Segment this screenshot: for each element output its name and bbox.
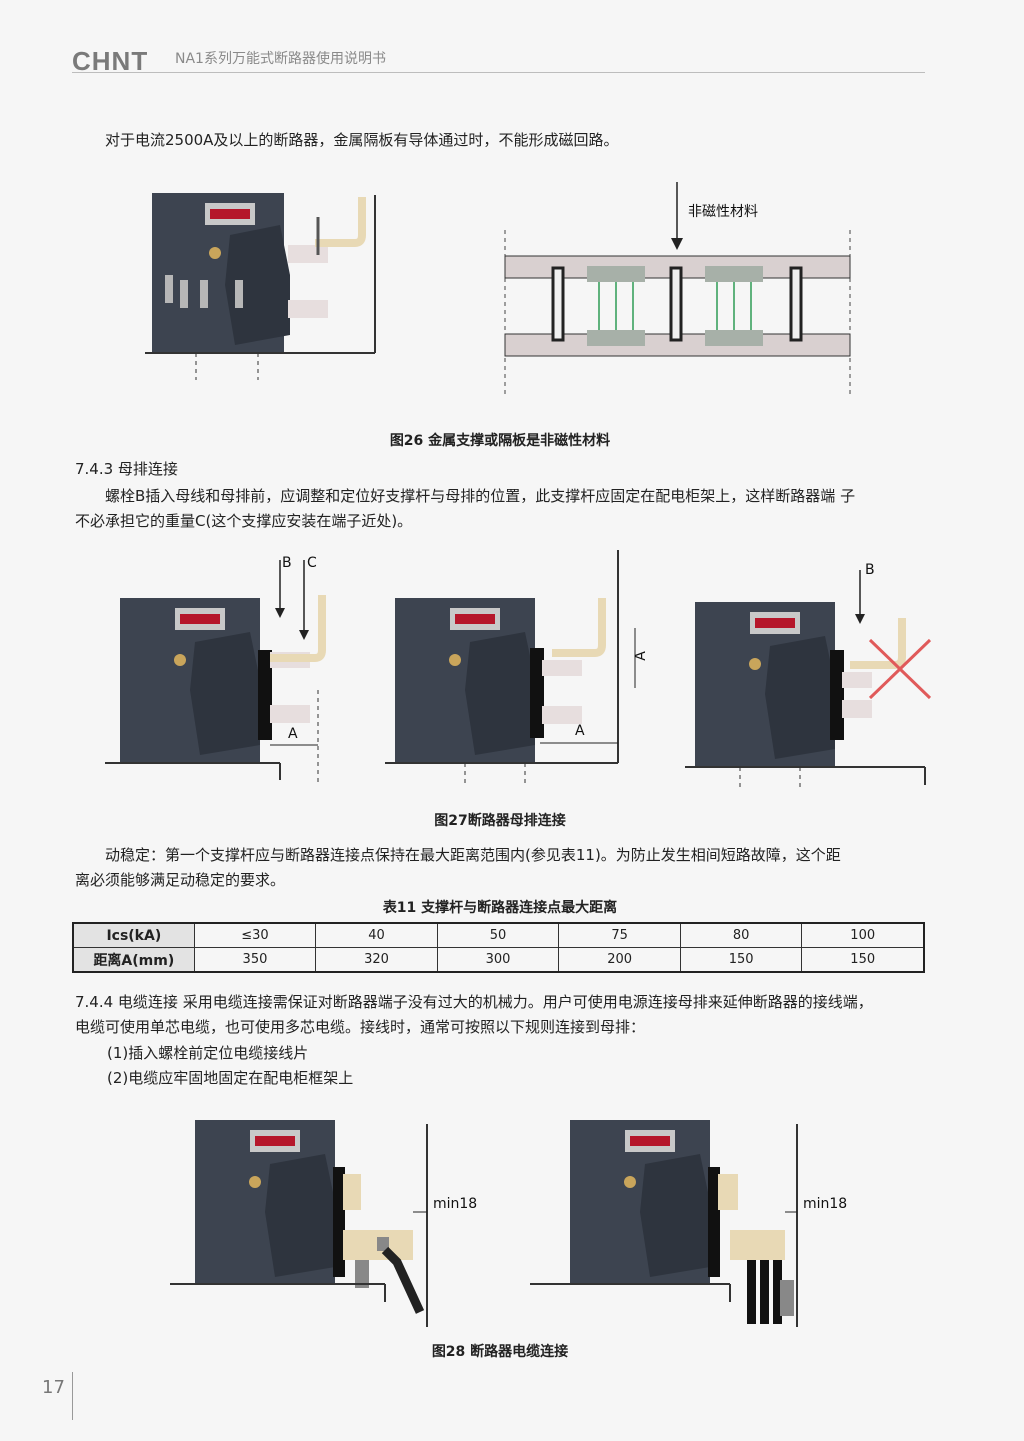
table-cell: 40 [315,922,438,948]
fig27-breaker-1 [105,560,326,785]
fig26-caption: 图26 金属支撑或隔板是非磁性材料 [389,433,611,449]
fig26-barrier-diagram [504,182,851,395]
table-cell: 80 [679,922,803,948]
fig28-breaker-2 [530,1120,798,1327]
table-cell: 320 [315,947,438,973]
header-title: NA1系列万能式断路器使用说明书 [175,51,386,67]
table-cell: 350 [193,947,317,973]
table-cell: 75 [558,922,681,948]
intro-paragraph: 对于电流2500A及以上的断路器，金属隔板有导体通过时，不能形成磁回路。 [105,131,619,149]
fig28-caption: 图28 断路器电缆连接 [431,1344,569,1360]
page-number: 17 [42,1377,65,1398]
fig27-breaker-2 [385,550,636,786]
dynamic-line2: 离必须能够满足动稳定的要求。 [75,871,286,889]
section-744-item1: (1)插入螺栓前定位电缆接线片 [107,1044,309,1062]
section-744-line1: 7.4.4 电缆连接 采用电缆连接需保证对断路器端子没有过大的机械力。用户可使用… [75,993,873,1011]
fig27-label-a3: A [575,723,585,739]
non-magnetic-label: 非磁性材料 [688,204,758,220]
table-cell: ≤30 [193,922,317,948]
page-number-rule [72,1372,73,1420]
fig27-label-b2: B [865,562,875,578]
table-cell: 300 [436,947,560,973]
fig28-min-label-2: min18 [803,1196,848,1212]
fig28-breaker-1 [170,1120,428,1327]
fig27-label-c: C [307,555,317,571]
table-cell: 50 [436,922,560,948]
fig28-min-label-1: min18 [433,1196,478,1212]
section-744-line2: 电缆可使用单芯电缆，也可使用多芯电缆。接线时，通常可按照以下规则连接到母排： [75,1018,646,1036]
table-cell: 150 [801,947,925,973]
fig27-breaker-3-incorrect [685,570,932,788]
chnt-logo: CHNT [72,46,149,76]
section-744-item2: (2)电缆应牢固地固定在配电柜框架上 [107,1069,354,1087]
fig26-breaker-illustration [145,193,376,380]
section-743-line2: 不必承担它的重量C(这个支撑应安装在端子近处)。 [75,512,413,530]
table-row: 距离A(mm) 350 320 300 200 150 150 [72,947,925,973]
table11-title: 表11 支撑杆与断路器连接点最大距离 [382,900,618,916]
fig27-label-b1: B [282,555,292,571]
section-743-heading: 7.4.3 母排连接 [75,460,178,478]
table-cell: 100 [801,922,925,948]
fig27-label-a1: A [288,726,298,742]
table11: Ics(kA) ≤30 40 50 75 80 100 距离A(mm) 350 … [72,922,925,973]
table-row-head: Ics(kA) [72,922,195,948]
fig27-caption: 图27断路器母排连接 [434,813,566,829]
bolt-columns [551,266,803,342]
header-rule [72,72,925,73]
table-row-head: 距离A(mm) [72,947,195,973]
table-cell: 200 [558,947,681,973]
table-row: Ics(kA) ≤30 40 50 75 80 100 [72,922,925,948]
section-743-line1: 螺栓B插入母线和母排前，应调整和定位好支撑杆与母排的位置，此支撑杆应固定在配电柜… [105,487,856,505]
fig27-label-a2: A [632,651,649,661]
table-cell: 150 [679,947,803,973]
dynamic-line1: 动稳定：第一个支撑杆应与断路器连接点保持在最大距离范围内(参见表11)。为防止发… [105,846,841,864]
